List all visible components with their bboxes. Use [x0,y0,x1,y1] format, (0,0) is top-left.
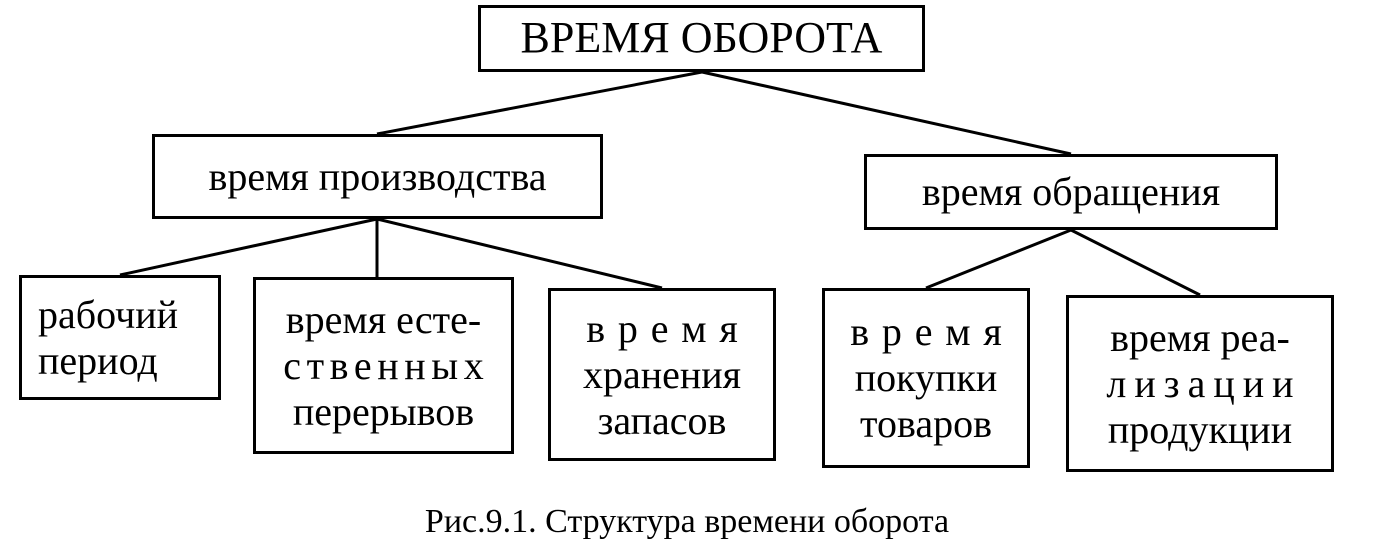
node-text: время есте- ственных перерывов [283,297,484,435]
node-line: время [850,309,1015,354]
node-line: лизации [1106,360,1302,406]
node-turnover-time: ВРЕМЯ ОБОРОТА [478,5,925,72]
connector-circ-purchase [925,228,1072,290]
node-text: время обращения [922,169,1220,215]
node-line: период [38,337,158,383]
node-product-sales-time: время реа- лизации продукции [1066,295,1334,472]
node-line: ственных [283,342,490,388]
connector-prod-storage [376,217,663,290]
node-line: покупки [854,355,998,400]
node-text: время хранения запасов [583,306,741,444]
connector-root-circ [701,70,1072,156]
node-stock-storage-time: время хранения запасов [548,288,776,461]
node-line: перерывов [292,388,475,434]
node-line: хранения [582,351,742,397]
connector-root-prod [376,70,703,136]
connector-circ-sales [1070,228,1201,297]
node-text: время производства [208,154,546,200]
node-working-period: рабочий период [19,275,221,400]
node-line: время обращения [921,169,1221,214]
node-line: запасов [597,397,727,443]
node-goods-purchase-time: время покупки товаров [822,288,1030,468]
node-text: время реа- лизации продукции [1106,315,1293,453]
node-circulation-time: время обращения [864,154,1278,230]
node-text: время покупки товаров [850,309,1002,447]
node-line: время производства [208,153,547,199]
figure-caption: Рис.9.1. Структура времени оборота [424,503,950,540]
node-line: товаров [860,401,992,446]
node-text: рабочий период [38,292,178,384]
node-line: время есте- [285,296,482,342]
node-line: рабочий [38,291,178,337]
node-line: время реа- [1110,314,1290,360]
node-line: время [586,305,751,351]
node-line: продукции [1107,406,1293,452]
node-line: ВРЕМЯ ОБОРОТА [520,13,883,63]
node-production-time: время производства [152,134,603,219]
node-natural-breaks-time: время есте- ственных перерывов [253,277,514,454]
connector-prod-work [119,217,378,277]
node-text: ВРЕМЯ ОБОРОТА [521,13,883,64]
